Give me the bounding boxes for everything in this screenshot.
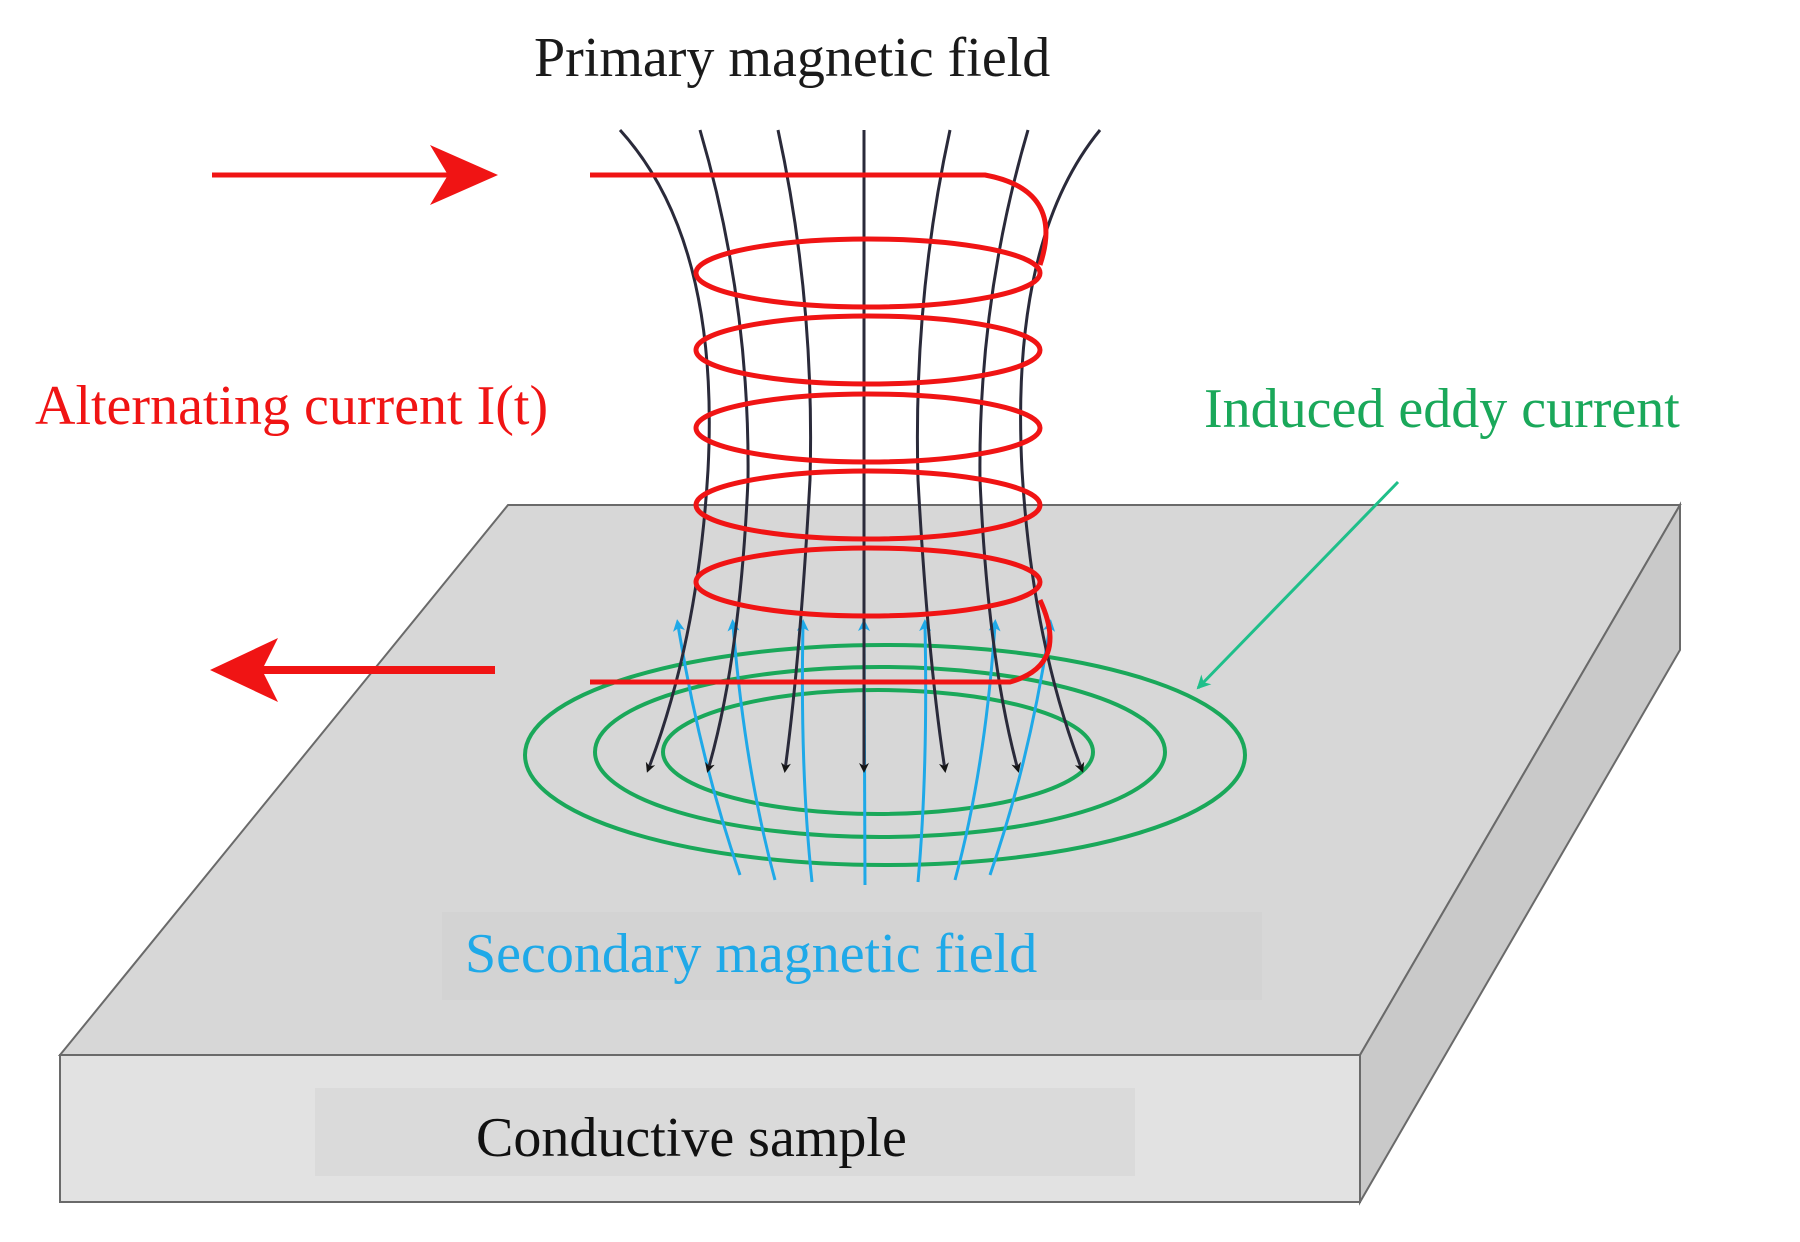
coil-turn: [693, 236, 1043, 310]
coil-turn: [693, 468, 1043, 542]
eddy-loop-outer: [523, 643, 1247, 867]
primary-field-lines: [618, 128, 1102, 773]
eddy-loop-inner: [661, 688, 1095, 816]
primary-field-label: Primary magnetic field: [534, 27, 1051, 89]
eddy-current-pointer: [1196, 480, 1400, 690]
eddy-current-loops: [523, 643, 1247, 867]
coil-turn: [693, 545, 1043, 619]
alternating-current-label: Alternating current I(t): [35, 375, 549, 437]
primary-field-line: [776, 129, 813, 773]
primary-field-line: [915, 129, 952, 773]
coil-turn: [693, 391, 1043, 465]
eddy-current-label: Induced eddy current: [1204, 378, 1680, 440]
coil-turn: [693, 313, 1043, 387]
current-out-arrow: [210, 638, 495, 702]
secondary-field-line: [953, 619, 1001, 881]
sample-label-backdrop: [315, 1088, 1135, 1176]
sample-label: Conductive sample: [476, 1107, 907, 1169]
secondary-field-line: [796, 619, 814, 883]
excitation-coil: [590, 172, 1053, 685]
current-in-arrow: [212, 145, 498, 205]
secondary-label-backdrop: [442, 912, 1262, 1000]
secondary-field-line: [673, 619, 742, 876]
coil-lead-out: [590, 598, 1053, 685]
conductive-sample-slab: [57, 501, 1682, 1206]
sample-right-face: [1359, 501, 1681, 1206]
primary-field-line: [1019, 129, 1102, 773]
secondary-field-label: Secondary magnetic field: [465, 923, 1038, 985]
eddy-loop-middle: [593, 665, 1167, 839]
coil-lead-in: [590, 172, 1049, 266]
secondary-field-line: [916, 619, 932, 883]
secondary-field-line: [727, 619, 777, 881]
current-direction-arrows: [210, 145, 498, 702]
primary-field-line: [618, 128, 711, 773]
